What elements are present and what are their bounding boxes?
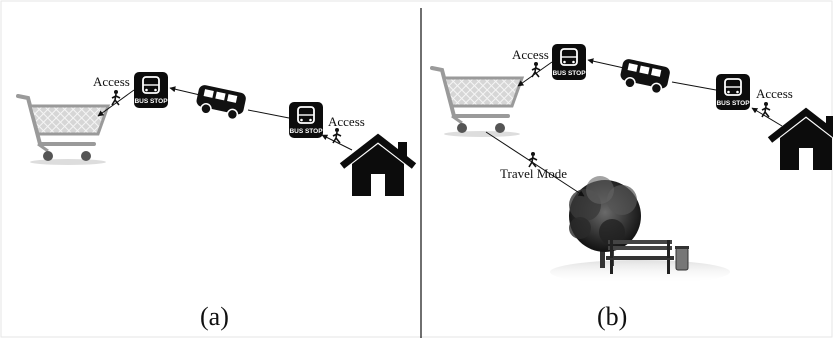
bus-stop-label: BUS STOP (134, 98, 168, 105)
bus-icon (618, 58, 671, 95)
panel-b: BUS STOP BUS STOP (432, 44, 833, 331)
house-icon (770, 112, 833, 170)
arrow-bus-to-busstop (588, 60, 624, 68)
shopping-cart-icon (432, 68, 522, 137)
line-busstop-to-bus (248, 110, 289, 118)
trash-can-icon (675, 246, 689, 270)
bus-stop-label: BUS STOP (716, 100, 750, 107)
bus-stop-label: BUS STOP (552, 70, 586, 77)
arrow-house-to-busstop (322, 135, 352, 150)
panel-b-caption: (b) (597, 302, 627, 331)
panel-a-caption: (a) (200, 302, 229, 331)
tree-icon (569, 176, 641, 268)
access-label: Access (512, 47, 549, 62)
pedestrian-icon (333, 128, 341, 143)
line-busstop-to-bus (672, 82, 716, 90)
panel-a: BUS STOP BUS STOP (18, 72, 414, 331)
shopping-cart-icon (18, 96, 108, 165)
bus-stop-icon-left: BUS STOP (134, 72, 168, 108)
access-label: Access (328, 114, 365, 129)
arrow-bus-to-busstop (170, 88, 200, 95)
pedestrian-icon (762, 102, 770, 117)
access-label: Access (756, 86, 793, 101)
bus-stop-icon-right: BUS STOP (716, 74, 750, 110)
bus-stop-icon-right: BUS STOP (289, 102, 323, 138)
park-scene (550, 176, 730, 284)
arrow-house-to-busstop (752, 108, 782, 126)
house-icon (342, 138, 414, 196)
arrow-cart-to-park (486, 132, 584, 196)
bus-stop-icon-left: BUS STOP (552, 44, 586, 80)
pedestrian-icon (532, 62, 540, 77)
travel-mode-label: Travel Mode (500, 166, 567, 181)
bus-stop-label: BUS STOP (289, 128, 323, 135)
access-label: Access (93, 74, 130, 89)
bus-icon (194, 84, 247, 121)
